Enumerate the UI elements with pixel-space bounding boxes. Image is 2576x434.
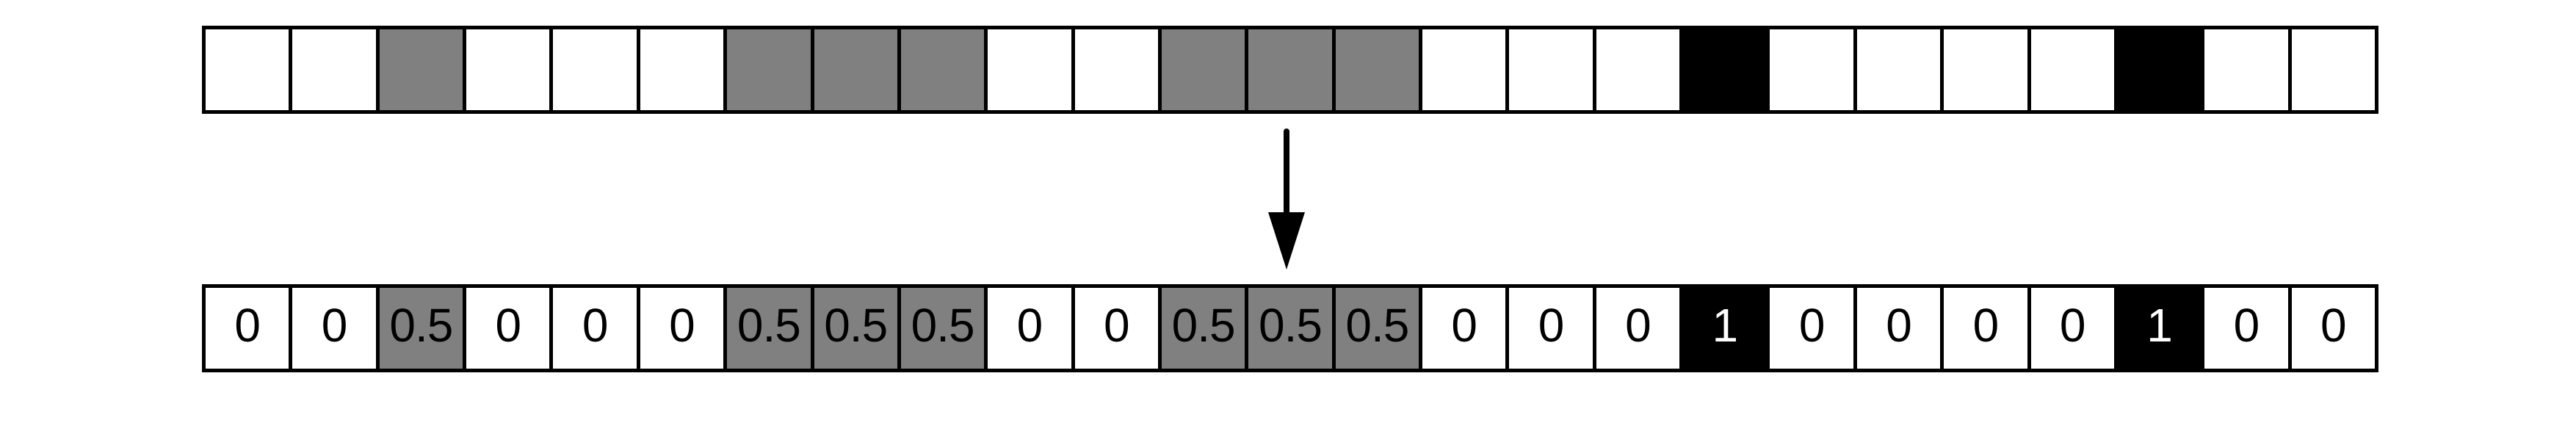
cell-value: 0.5 <box>737 299 801 352</box>
grid-cell <box>1509 29 1596 110</box>
grid-cell <box>1248 29 1336 110</box>
grid-cell <box>640 29 728 110</box>
grid-cell: 0.5 <box>1335 288 1423 369</box>
cell-value: 0 <box>321 299 348 352</box>
cell-value: 0 <box>234 299 261 352</box>
grid-cell: 0 <box>988 288 1075 369</box>
grid-cell <box>1422 29 1510 110</box>
grid-cell <box>1596 29 1684 110</box>
cell-value: 0 <box>669 299 695 352</box>
cell-value: 0 <box>2233 299 2260 352</box>
cell-value: 0 <box>2059 299 2086 352</box>
cell-value: 0 <box>1886 299 1912 352</box>
grid-cell: 0 <box>1596 288 1684 369</box>
grid-cell <box>553 29 640 110</box>
grid-cell <box>466 29 554 110</box>
value-strip: 0 0 0.5 0 0 0 0.5 0.5 0.5 0 0 0.5 <box>202 284 2378 372</box>
cell-value: 0 <box>2320 299 2347 352</box>
grid-cell <box>1161 29 1249 110</box>
grid-cell: 0.5 <box>379 288 467 369</box>
cell-value: 0 <box>1016 299 1043 352</box>
grid-cell <box>1944 29 2031 110</box>
cell-value: 1 <box>2146 299 2173 352</box>
grid-cell <box>1074 29 1162 110</box>
grid-cell <box>2204 29 2292 110</box>
grid-cell: 0 <box>1770 288 1857 369</box>
grid-cell <box>1770 29 1857 110</box>
grid-cell <box>1683 29 1770 110</box>
grid-cell <box>1856 29 1944 110</box>
input-strip <box>202 26 2378 114</box>
grid-cell <box>1335 29 1423 110</box>
grid-cell <box>727 29 814 110</box>
cell-value: 0 <box>495 299 521 352</box>
grid-cell: 1 <box>1683 288 1770 369</box>
grid-cell: 0 <box>1944 288 2031 369</box>
grid-cell: 0.5 <box>1161 288 1249 369</box>
cell-value: 0.5 <box>824 299 888 352</box>
grid-cell <box>379 29 467 110</box>
grid-cell: 0.5 <box>814 288 901 369</box>
grid-cell: 0 <box>1422 288 1510 369</box>
grid-cell: 0 <box>1856 288 1944 369</box>
grid-cell: 0 <box>640 288 728 369</box>
grid-cell: 1 <box>2117 288 2205 369</box>
grid-cell <box>988 29 1075 110</box>
grid-cell: 0 <box>553 288 640 369</box>
grid-cell <box>900 29 988 110</box>
grid-cell <box>292 29 380 110</box>
grid-cell: 0 <box>1074 288 1162 369</box>
grid-cell: 0 <box>1509 288 1596 369</box>
grid-cell <box>2291 29 2375 110</box>
grid-cell: 0.5 <box>1248 288 1336 369</box>
grid-cell: 0 <box>2291 288 2375 369</box>
cell-value: 0.5 <box>389 299 453 352</box>
cell-value: 0 <box>1625 299 1651 352</box>
grid-cell: 0.5 <box>727 288 814 369</box>
grid-cell <box>206 29 293 110</box>
grid-cell: 0 <box>466 288 554 369</box>
cell-value: 0 <box>1103 299 1130 352</box>
down-arrow-icon <box>1268 129 1305 270</box>
cell-value: 0 <box>1798 299 1826 352</box>
grid-cell: 0 <box>292 288 380 369</box>
cell-value: 0 <box>582 299 609 352</box>
grid-cell: 0.5 <box>900 288 988 369</box>
grid-cell <box>2117 29 2205 110</box>
cell-value: 0 <box>1972 299 2000 352</box>
cell-value: 1 <box>1712 299 1738 352</box>
grid-cell: 0 <box>2204 288 2292 369</box>
cell-value: 0 <box>1451 299 1477 352</box>
grid-cell: 0 <box>206 288 293 369</box>
cell-value: 0.5 <box>1259 299 1323 352</box>
grid-cell <box>2030 29 2118 110</box>
cell-value: 0.5 <box>911 299 975 352</box>
grid-cell <box>814 29 901 110</box>
cell-value: 0.5 <box>1345 299 1409 352</box>
cell-value: 0.5 <box>1171 299 1236 352</box>
grid-cell: 0 <box>2030 288 2118 369</box>
cell-value: 0 <box>1538 299 1565 352</box>
